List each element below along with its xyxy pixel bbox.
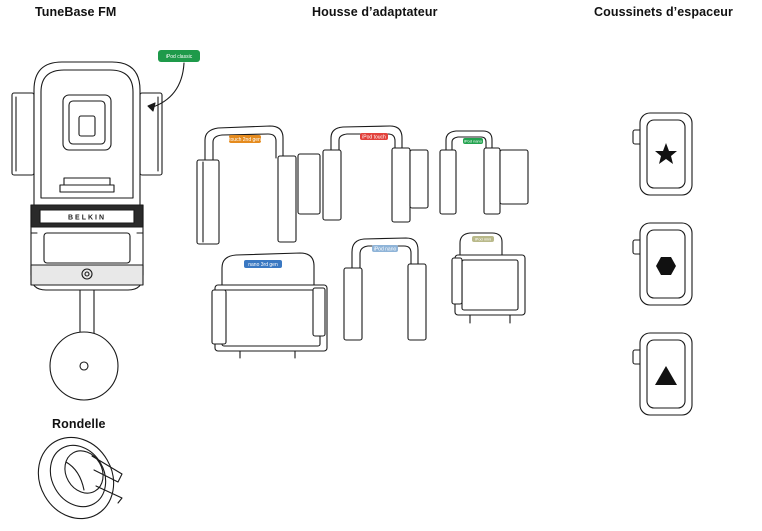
heading-spacer-pads: Coussinets d’espaceur (594, 5, 733, 19)
tunebase-device: BELKIN iPod classic (11, 50, 200, 401)
adapter-sleeve: iPod nano (343, 237, 427, 341)
adapter-tag-label: iPod nano (464, 139, 483, 144)
adapter-tag (360, 133, 388, 140)
washer (37, 436, 123, 520)
adapter-sleeves: touch 2nd gen iPod touch iPod nano (196, 125, 529, 359)
spacer-pads (632, 112, 693, 416)
hexagon-icon (656, 257, 676, 275)
spacer-pad-hexagon (632, 222, 693, 306)
adapter-tag-label: touch 2nd gen (229, 137, 261, 143)
adapter-sleeve: nano 3rd gen (211, 252, 328, 359)
adapter-tag-label: iPod touch (362, 135, 386, 141)
adapter-tag-label: nano 3rd gen (248, 262, 278, 268)
callout-tag-label: iPod classic (166, 54, 193, 60)
star-icon (655, 143, 677, 164)
triangle-icon (655, 366, 677, 385)
adapter-tag (472, 236, 494, 242)
adapter-sleeve: iPod mini (451, 232, 526, 324)
heading-adapter-sleeve: Housse d’adaptateur (312, 5, 438, 19)
heading-washer: Rondelle (52, 417, 106, 431)
spacer-pad-star (632, 112, 693, 196)
adapter-tag-label: iPod mini (475, 237, 492, 242)
adapter-tag (244, 260, 282, 268)
adapter-sleeve: touch 2nd gen (196, 125, 321, 245)
brand-label: BELKIN (68, 215, 106, 222)
adapter-tag-label: iPod nano (374, 247, 397, 253)
adapter-tag (229, 135, 261, 143)
adapter-tag (463, 138, 483, 144)
adapter-tag (372, 245, 398, 252)
spacer-pad-triangle (632, 332, 693, 416)
adapter-sleeve: iPod touch (322, 125, 429, 223)
heading-tunebase: TuneBase FM (35, 5, 117, 19)
callout-tag (158, 50, 200, 62)
adapter-sleeve: iPod nano (439, 130, 529, 215)
